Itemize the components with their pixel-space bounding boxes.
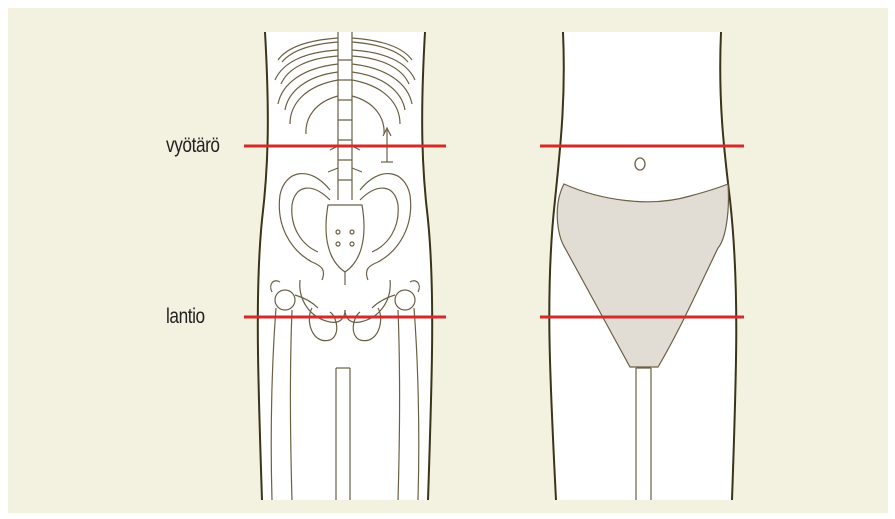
outline-figure [549, 32, 736, 500]
waist-label: vyötärö [166, 134, 220, 158]
skeleton-figure [258, 32, 432, 500]
hip-label: lantio [166, 305, 205, 329]
